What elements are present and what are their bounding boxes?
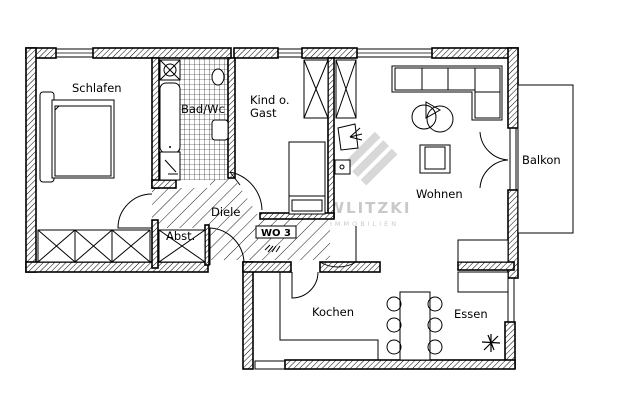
- living-furniture: [334, 65, 509, 293]
- balcony: [517, 84, 574, 234]
- room-label-diele: Diele: [211, 205, 240, 219]
- bath-furniture: [159, 59, 229, 181]
- bedroom-furniture: [37, 91, 206, 263]
- room-label-balkon: Balkon: [522, 153, 561, 167]
- room-label-kochen: Kochen: [312, 305, 354, 319]
- room-label-abst: Abst.: [166, 229, 195, 243]
- doors: [117, 131, 509, 299]
- room-label-kind: Kind o.: [250, 93, 289, 107]
- watermark-sub: IMMOBILIEN: [330, 220, 399, 228]
- room-label-schlafen: Schlafen: [72, 81, 122, 95]
- room-label-kind-line2: Gast: [250, 106, 277, 120]
- kind-furniture: [288, 59, 357, 215]
- dining-table: [386, 291, 501, 361]
- room-label-bad: Bad/Wc: [181, 102, 225, 116]
- unit-label: WO 3: [261, 228, 291, 239]
- room-label-essen: Essen: [454, 307, 488, 321]
- unit-badge: [255, 225, 297, 239]
- kitchen-furniture: [264, 244, 379, 360]
- walls: [25, 47, 519, 370]
- room-label-wohnen: Wohnen: [416, 187, 463, 201]
